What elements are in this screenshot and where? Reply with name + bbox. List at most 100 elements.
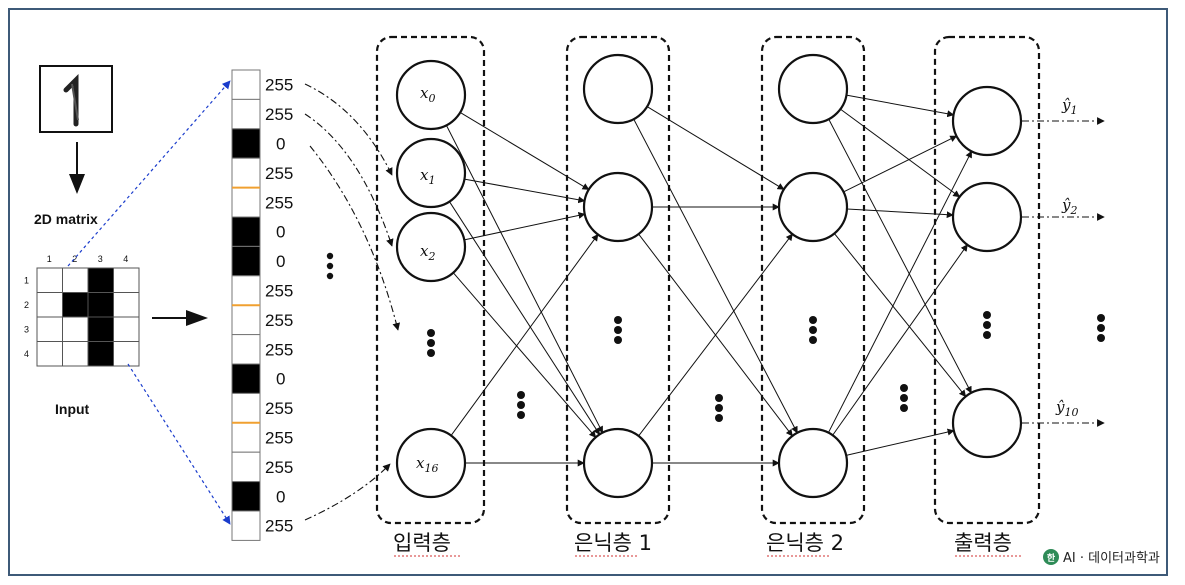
connection-line xyxy=(638,233,793,437)
input-layer-box xyxy=(375,35,486,525)
connection-line xyxy=(832,244,968,436)
grid-cell xyxy=(87,292,114,318)
grid-cell xyxy=(113,292,140,318)
hidden1-node xyxy=(582,53,654,125)
vector-cell xyxy=(231,334,261,365)
hidden1-node xyxy=(582,171,654,243)
output-arrows xyxy=(1022,117,1105,427)
hidden1-layer-box xyxy=(565,35,671,525)
grid-row-label: 1 xyxy=(24,275,29,285)
vector-value: 255 xyxy=(265,458,293,477)
blue-mapping-arrows xyxy=(67,80,231,525)
node-label-x16: x16 xyxy=(416,454,438,475)
vector-cell xyxy=(231,510,261,541)
node-label-x0: x0 xyxy=(420,84,435,105)
ellipsis-dot xyxy=(517,411,525,419)
vector-value: 255 xyxy=(265,164,293,183)
vector-value: 255 xyxy=(265,105,293,124)
value-to-node-arrows xyxy=(304,83,401,521)
grid-col-label: 3 xyxy=(98,254,103,264)
vector-value: 255 xyxy=(265,429,293,448)
vector-cell xyxy=(231,451,261,483)
connection-line xyxy=(449,201,600,436)
hidden1-layer-label: 은닉층 1 xyxy=(574,531,652,555)
ellipsis-dot xyxy=(427,329,435,337)
output-labels: ŷ1 ŷ2 ŷ10 xyxy=(1055,96,1078,419)
vector-value: 255 xyxy=(265,517,293,536)
network-nodes xyxy=(395,53,1023,499)
output-label-y10: ŷ10 xyxy=(1055,398,1078,419)
layer-boxes xyxy=(375,35,1041,525)
connection-line xyxy=(452,272,597,438)
grid-row-label: 2 xyxy=(24,300,29,310)
grid-col-label: 1 xyxy=(47,254,52,264)
vector-cell xyxy=(231,157,261,189)
grid-row-label: 4 xyxy=(24,349,29,359)
output-node xyxy=(951,85,1023,157)
ellipsis-dot xyxy=(809,326,817,334)
network-connections xyxy=(445,94,973,467)
vector-value: 0 xyxy=(276,487,285,506)
connection-line xyxy=(464,178,586,204)
ellipsis-dot xyxy=(900,384,908,392)
connection-line xyxy=(846,208,954,219)
ellipsis-dot xyxy=(900,404,908,412)
connection-line xyxy=(846,428,955,456)
vector-cell xyxy=(231,422,261,453)
connection-line xyxy=(827,150,973,433)
vector-value: 0 xyxy=(276,135,285,154)
vector-value: 255 xyxy=(265,282,293,301)
grid-cell xyxy=(87,316,114,342)
ellipsis-dot xyxy=(715,394,723,402)
output-label-y1: ŷ1 xyxy=(1061,96,1077,117)
vector-value: 255 xyxy=(265,311,293,330)
vector-cell xyxy=(231,69,261,100)
ellipsis-dot xyxy=(1097,334,1105,342)
vector-cell xyxy=(231,304,261,336)
grid-cell xyxy=(36,267,63,293)
input-layer-label: 입력층 xyxy=(393,531,451,555)
connection-line xyxy=(464,212,586,241)
vector-value: 0 xyxy=(276,223,285,242)
ellipsis-dot xyxy=(614,336,622,344)
vector-cell xyxy=(231,187,261,218)
hidden2-node xyxy=(777,427,849,499)
grid-cell xyxy=(87,341,114,367)
vector-value: 255 xyxy=(265,193,293,212)
connection-line xyxy=(846,94,955,118)
output-node xyxy=(951,387,1023,459)
brand-logo: 한 xyxy=(1043,549,1059,565)
ellipsis-dot xyxy=(427,339,435,347)
ellipsis-dot xyxy=(517,401,525,409)
vector-ellipsis xyxy=(326,252,334,280)
connection-line xyxy=(840,108,961,198)
hidden1-node xyxy=(582,427,654,499)
ellipsis-dot xyxy=(983,311,991,319)
output-node xyxy=(951,181,1023,253)
input-label: Input xyxy=(55,401,90,417)
flatten-arrow xyxy=(152,310,208,326)
ellipsis-dot xyxy=(1097,324,1105,332)
down-arrow xyxy=(69,142,85,194)
ellipsis-dot xyxy=(900,394,908,402)
node-label-x1: x1 xyxy=(420,166,435,187)
vector-cell xyxy=(231,275,261,306)
input-node xyxy=(395,427,467,499)
ellipsis-dot xyxy=(809,316,817,324)
ellipsis-dot xyxy=(614,316,622,324)
vector-cell xyxy=(231,481,261,512)
grid-cell xyxy=(62,316,89,342)
vector-cell xyxy=(231,245,261,277)
input-node xyxy=(395,211,467,283)
ellipsis-dot xyxy=(427,349,435,357)
digit-image xyxy=(39,65,113,133)
matrix-label: 2D matrix xyxy=(34,211,98,227)
grid-row-label: 3 xyxy=(24,324,29,334)
grid-cell xyxy=(87,267,114,293)
vector-value: 255 xyxy=(265,76,293,95)
grid-cell xyxy=(62,341,89,367)
ellipsis-dot xyxy=(809,336,817,344)
